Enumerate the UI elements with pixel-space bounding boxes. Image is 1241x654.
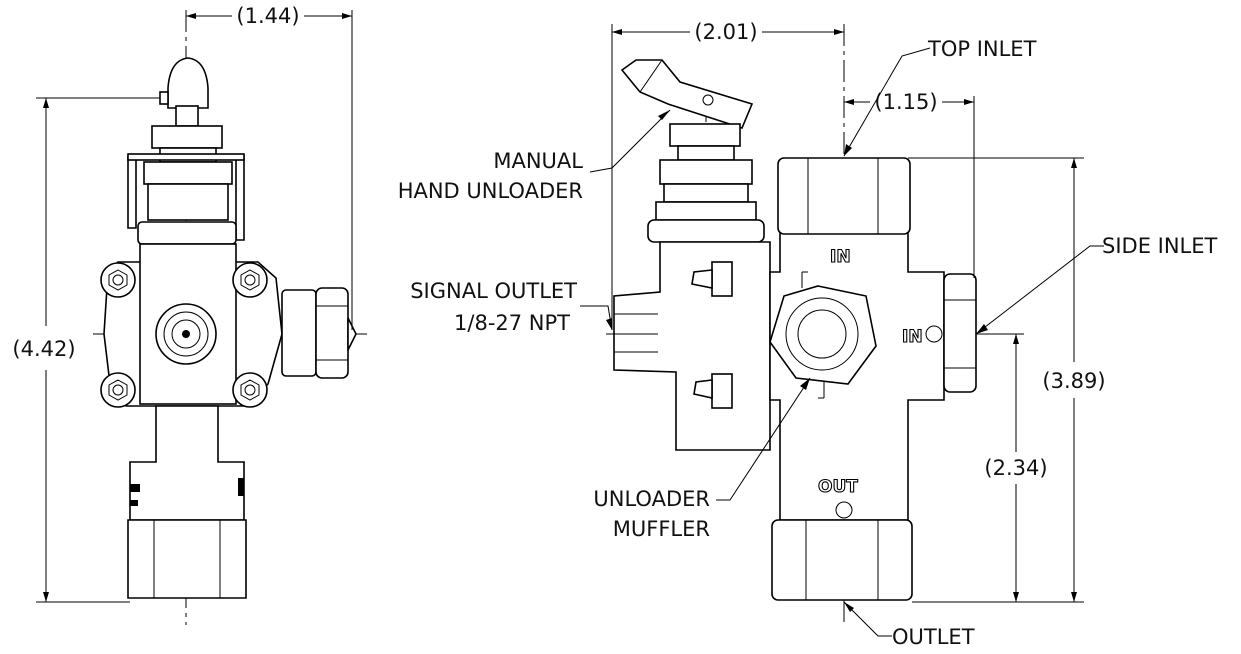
front-view: (1.44) (4.42): [12, 4, 367, 625]
dim-top-inlet-offset: (1.15): [874, 90, 937, 114]
label-side-inlet: SIDE INLET: [1102, 234, 1218, 258]
front-mark-left: [130, 484, 140, 492]
front-bolt-tl: [100, 262, 136, 298]
side-nut-1: [669, 123, 741, 147]
side-handle-lever: [620, 59, 754, 129]
front-center-port: [155, 303, 217, 365]
side-view: IN IN OUT (2.01) (1.15): [398, 20, 1218, 649]
front-handle-stem: [175, 105, 199, 127]
side-nut-3: [659, 159, 753, 185]
front-bolt-bl: [100, 372, 136, 408]
front-mark-right: [238, 478, 244, 496]
leader-muffler: [716, 377, 811, 501]
front-side-nut: [315, 287, 349, 379]
label-top-inlet: TOP INLET: [927, 37, 1037, 61]
front-lower-body: [129, 405, 245, 521]
front-handle: [167, 57, 209, 109]
label-muffler-1: UNLOADER: [593, 487, 710, 511]
leader-manual-unloader: [589, 109, 671, 173]
leader-side-inlet: [975, 245, 1104, 335]
leader-top-inlet: [843, 47, 931, 157]
front-right-bracket: [235, 155, 245, 241]
dim-side-inlet-height: (2.34): [984, 456, 1047, 480]
front-nut-3: [143, 161, 233, 185]
label-signal-2: 1/8-27 NPT: [454, 311, 570, 335]
dim-front-width: (1.44): [236, 4, 299, 28]
side-outlet-nut: [771, 519, 913, 601]
label-manual-2: HAND UNLOADER: [398, 179, 583, 203]
side-top-inlet-nut: [777, 157, 911, 235]
stamp-out: OUT: [818, 477, 858, 497]
side-bolt-bottom: [711, 373, 733, 409]
side-nut-4: [663, 183, 749, 203]
side-inlet-nut: [943, 273, 977, 393]
label-manual-1: MANUAL: [493, 149, 583, 173]
dim-side-width: (2.01): [694, 20, 757, 44]
side-nut-5: [655, 201, 757, 221]
side-left-body: [613, 241, 771, 451]
front-handle-pin: [159, 91, 169, 105]
front-bolt-tr: [232, 262, 268, 298]
side-muffler: [769, 271, 877, 399]
front-hex: [137, 221, 237, 245]
stamp-in-top: IN: [830, 247, 851, 267]
side-nut-2: [677, 145, 735, 161]
front-bracket-top: [127, 153, 245, 161]
front-left-bracket: [127, 155, 137, 229]
front-side-port: [281, 289, 317, 377]
dim-side-height: (3.89): [1042, 369, 1105, 393]
leader-outlet: [843, 601, 892, 637]
front-nut-1: [151, 125, 223, 149]
leader-signal-outlet: [580, 305, 613, 331]
label-outlet: OUTLET: [892, 625, 975, 649]
side-hex: [647, 219, 765, 243]
label-muffler-2: MUFFLER: [613, 517, 710, 541]
front-outlet-nut: [127, 519, 247, 599]
dim-front-height: (4.42): [12, 337, 75, 361]
front-bonnet: [147, 183, 229, 221]
label-signal-1: SIGNAL OUTLET: [410, 279, 577, 303]
stamp-in-side: IN: [902, 327, 923, 347]
front-bolt-br: [232, 372, 268, 408]
side-bolt-top: [711, 261, 733, 297]
